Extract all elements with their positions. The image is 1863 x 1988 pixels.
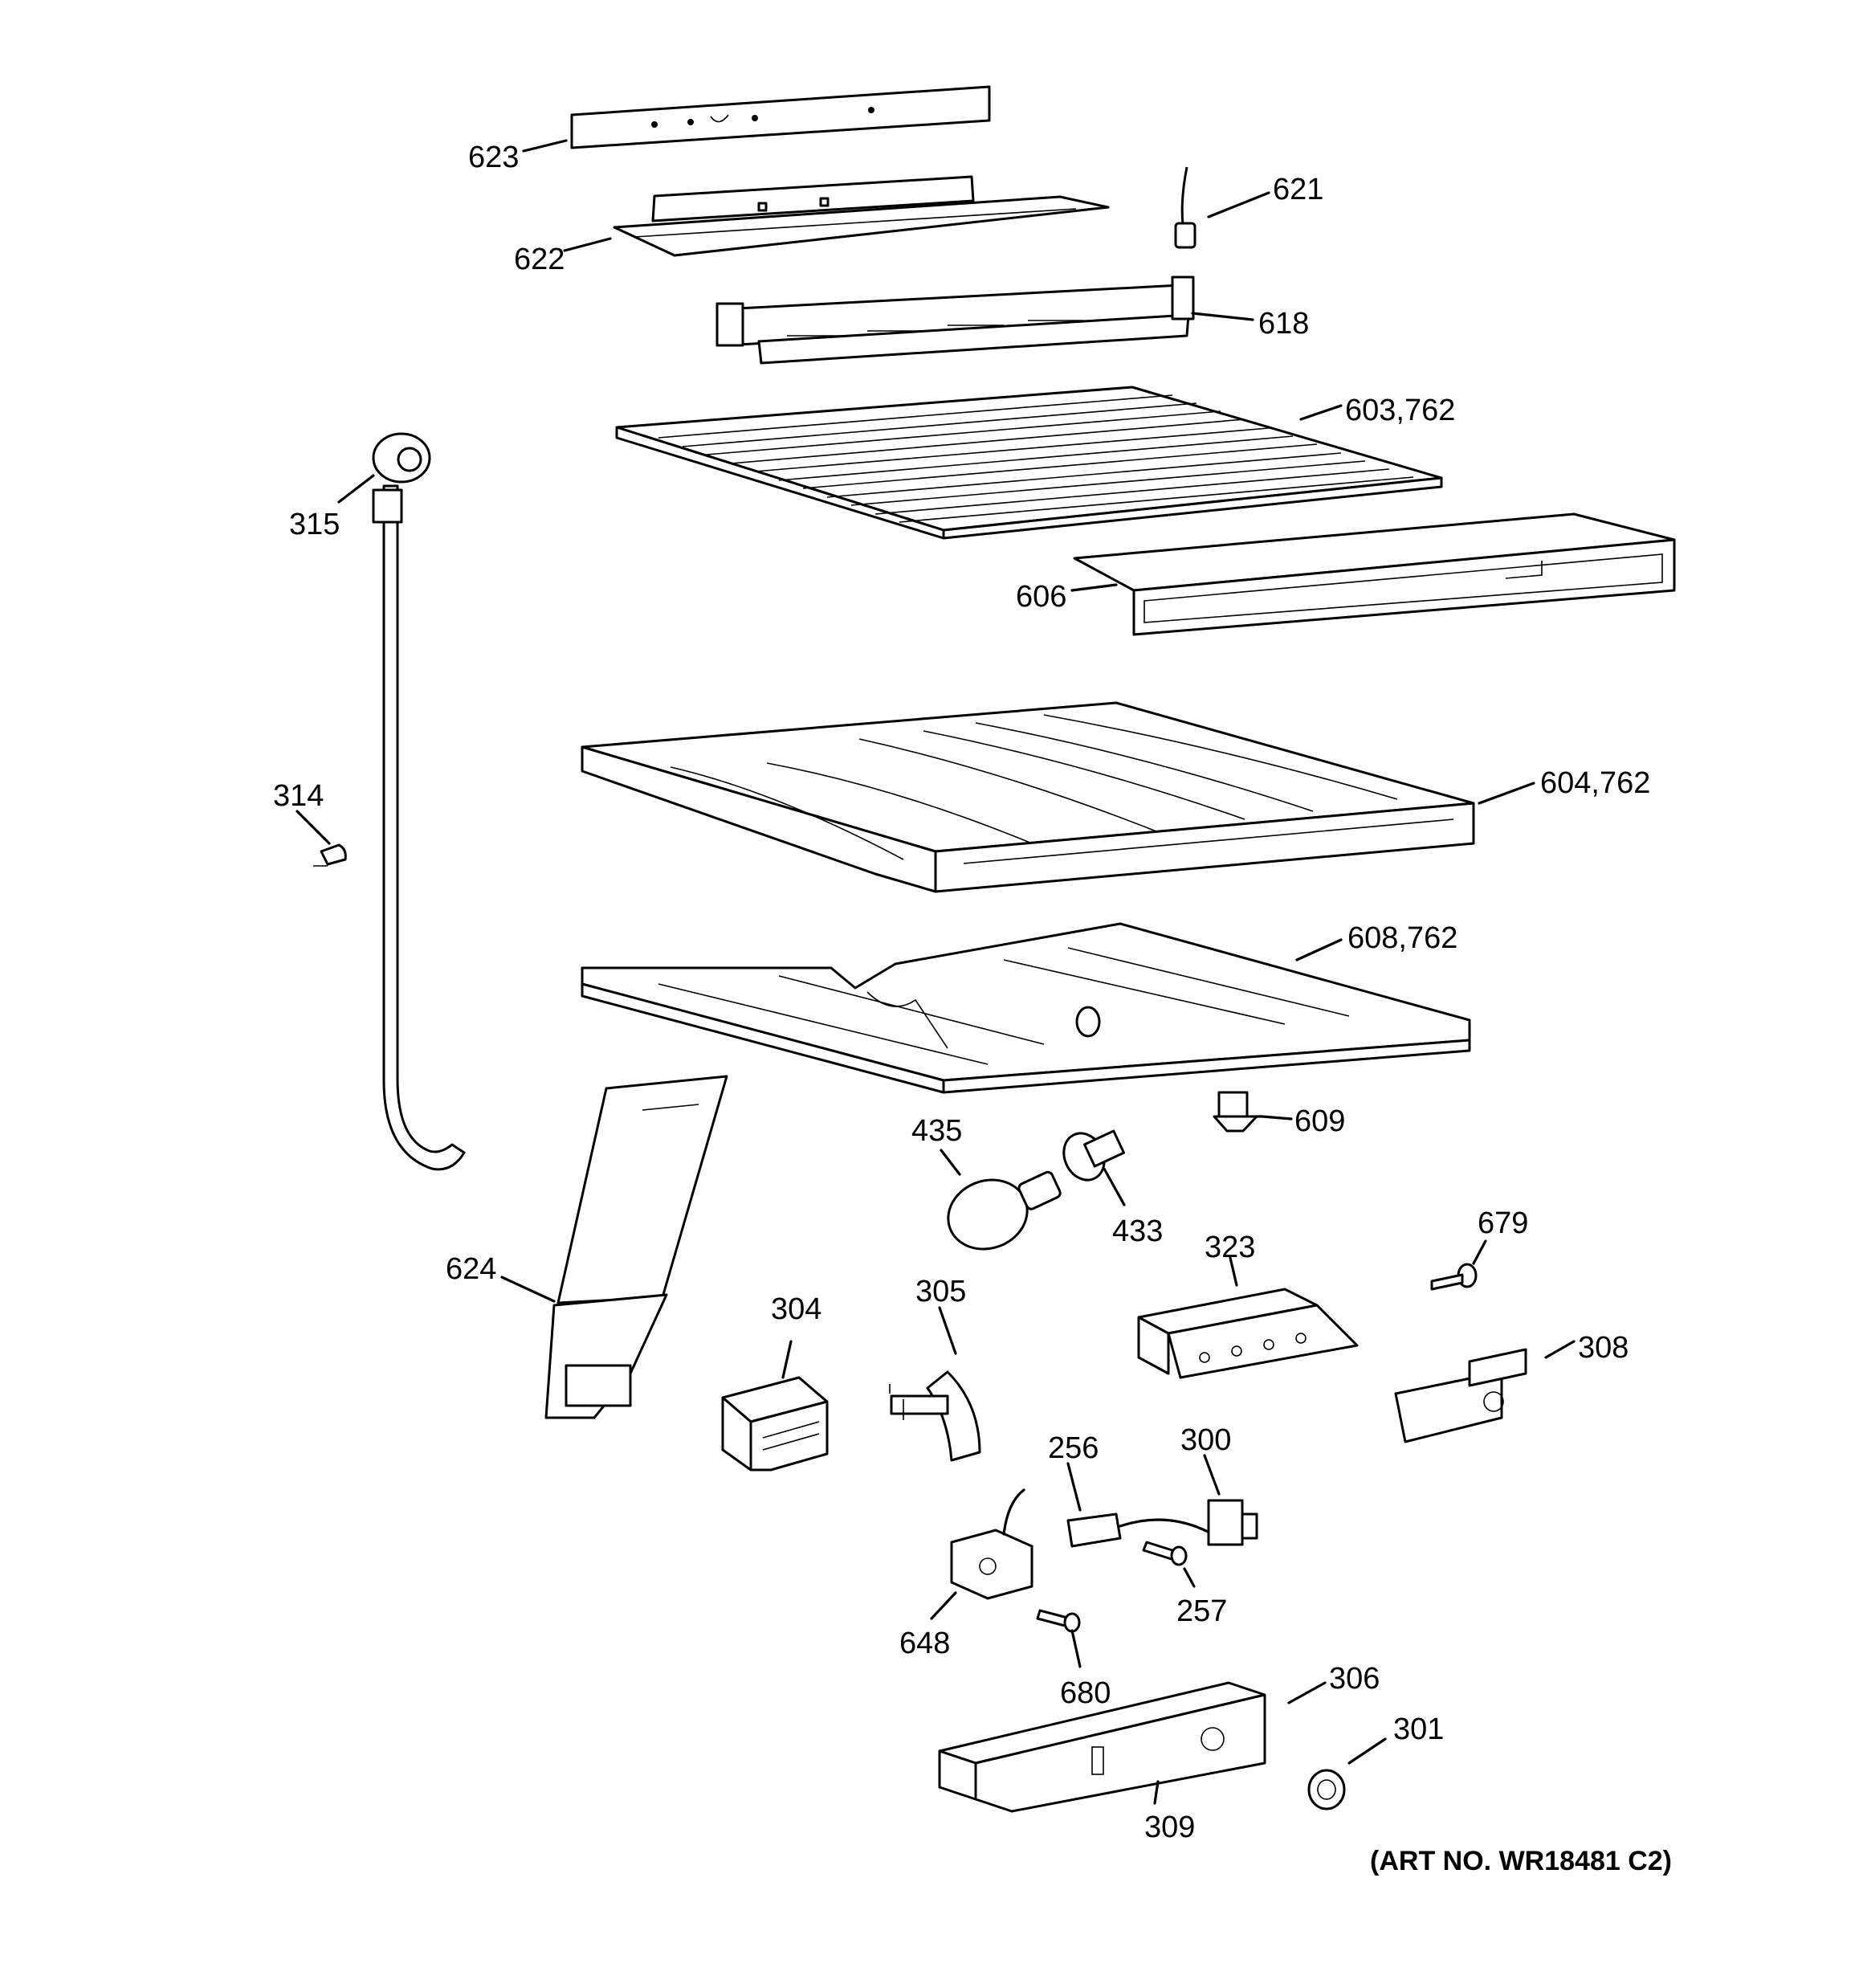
- callout-323: 323: [1205, 1231, 1255, 1264]
- callout-308: 308: [1578, 1331, 1629, 1365]
- part-305-control: [889, 1370, 981, 1462]
- callout-648: 648: [899, 1627, 950, 1660]
- callout-257: 257: [1176, 1594, 1227, 1628]
- part-603-shelf: [615, 386, 1443, 540]
- part-623-strip: [570, 85, 991, 149]
- callout-labels: 623 622 621 618 603,762 315 606 314 604,…: [273, 141, 1650, 1844]
- callout-604-762: 604,762: [1540, 766, 1650, 800]
- callout-609: 609: [1294, 1104, 1345, 1138]
- callout-305: 305: [915, 1275, 966, 1308]
- art-number: (ART NO. WR18481 C2): [1370, 1846, 1672, 1876]
- part-608-shelf: [581, 922, 1471, 1094]
- callout-622: 622: [514, 243, 565, 276]
- part-257-screw: [1142, 1541, 1188, 1566]
- part-609-clip: [1213, 1091, 1258, 1133]
- callout-606: 606: [1016, 580, 1066, 614]
- callout-433: 433: [1112, 1214, 1163, 1248]
- part-624-panel: [544, 1075, 728, 1419]
- callout-608-762: 608,762: [1347, 921, 1457, 955]
- part-618-bracket: [715, 276, 1195, 365]
- part-308-bracket: [1394, 1348, 1527, 1443]
- callout-679: 679: [1478, 1206, 1528, 1240]
- callout-309: 309: [1144, 1810, 1195, 1844]
- callout-680: 680: [1060, 1676, 1111, 1710]
- part-435-bulb: [947, 1170, 1062, 1251]
- callout-435: 435: [911, 1114, 962, 1148]
- part-304-housing: [721, 1376, 829, 1472]
- callout-256: 256: [1048, 1431, 1099, 1465]
- part-679-screw: [1430, 1263, 1478, 1291]
- part-256-switch: [1066, 1512, 1214, 1548]
- part-306-housing: [938, 1681, 1266, 1813]
- callout-300: 300: [1180, 1423, 1231, 1457]
- part-301-knob: [1307, 1769, 1346, 1810]
- callout-304: 304: [771, 1292, 821, 1326]
- callout-624: 624: [446, 1252, 496, 1286]
- part-648-timer: [950, 1488, 1033, 1600]
- part-680-screw: [1036, 1609, 1081, 1633]
- part-622-panel: [613, 175, 1110, 257]
- part-604-shelf: [581, 701, 1475, 893]
- part-314-clip: [313, 843, 347, 867]
- leader-lines: [296, 139, 1576, 1805]
- callout-314: 314: [273, 779, 324, 813]
- callout-301: 301: [1393, 1712, 1444, 1746]
- part-433-socket: [1062, 1129, 1125, 1182]
- part-323-box: [1137, 1288, 1359, 1379]
- callout-618: 618: [1258, 307, 1309, 341]
- callout-306: 306: [1329, 1662, 1380, 1696]
- part-621-plug: [1174, 166, 1196, 249]
- callout-603-762: 603,762: [1345, 394, 1455, 427]
- part-315-tube: [372, 432, 466, 1171]
- part-606-pan: [1073, 512, 1676, 636]
- callout-621: 621: [1273, 173, 1323, 206]
- callout-315: 315: [289, 508, 340, 541]
- part-300-switch: [1207, 1499, 1258, 1546]
- callout-623: 623: [468, 141, 519, 174]
